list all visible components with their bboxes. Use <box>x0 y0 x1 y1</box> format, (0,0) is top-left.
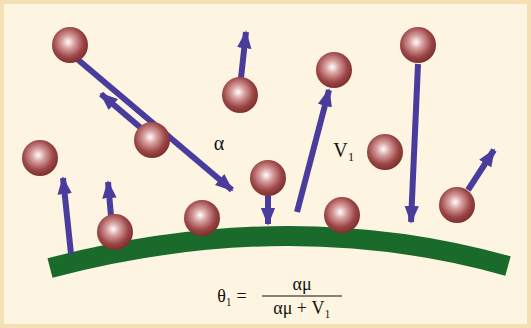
arrow <box>411 64 418 222</box>
fraction-bar <box>262 295 342 296</box>
molecule <box>184 200 220 236</box>
arrow <box>241 32 246 78</box>
molecule <box>400 27 436 63</box>
formula-denominator: αμ + V₁ <box>273 299 331 319</box>
formula-numerator: αμ <box>292 275 311 295</box>
molecule <box>222 77 258 113</box>
molecules <box>22 27 475 250</box>
molecule <box>367 134 403 170</box>
arrow <box>76 58 232 190</box>
velocity-symbol: V₁ <box>333 139 354 161</box>
arrow <box>265 196 271 224</box>
arrow <box>297 90 329 212</box>
angle-symbol: α <box>214 132 224 154</box>
arrow <box>468 150 494 190</box>
arrow <box>108 182 111 216</box>
velocity-arrows <box>63 32 494 254</box>
molecule <box>316 52 352 88</box>
molecule <box>134 122 170 158</box>
arrow <box>101 94 141 128</box>
molecule <box>250 160 286 196</box>
molecule <box>52 27 88 63</box>
formula-lhs: θ₁ = <box>217 287 247 307</box>
molecule <box>97 214 133 250</box>
molecule <box>324 197 360 233</box>
molecule <box>439 187 475 223</box>
arrow <box>63 178 71 254</box>
molecule <box>22 140 58 176</box>
